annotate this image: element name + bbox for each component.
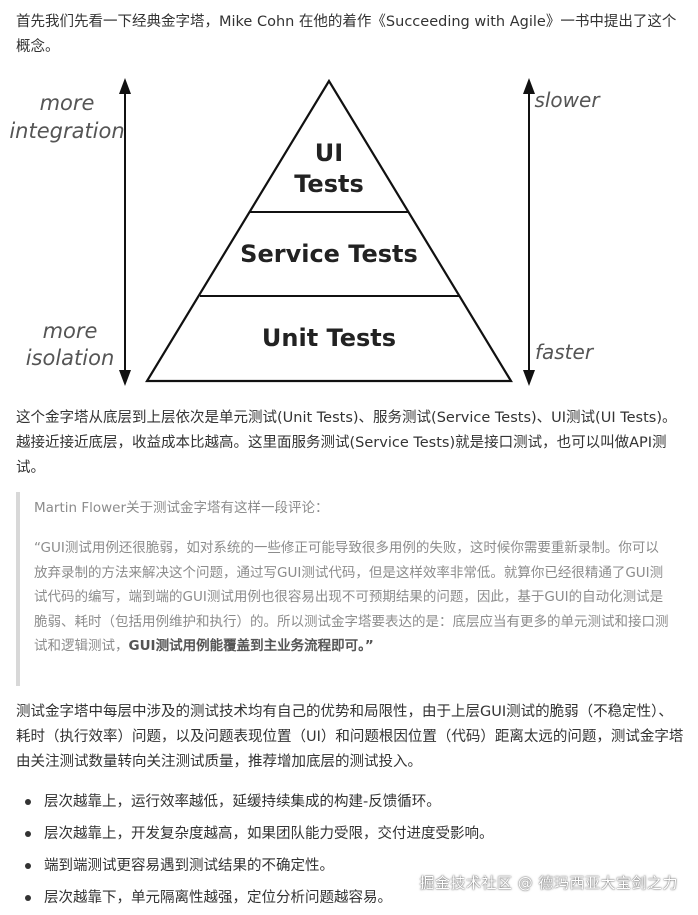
right-double-arrow bbox=[523, 78, 535, 386]
watermark: 掘金技术社区 @ 德玛西亚大宝剑之力 bbox=[419, 874, 678, 892]
right-top-label: slower bbox=[534, 88, 601, 112]
bullet-dot bbox=[25, 863, 31, 869]
quote-title: Martin Flower关于测试金字塔有这样一段评论： bbox=[34, 500, 329, 516]
blockquote: Martin Flower关于测试金字塔有这样一段评论： “GUI测试用例还很脆… bbox=[16, 492, 686, 686]
bullet-dot bbox=[25, 799, 31, 805]
test-pyramid-diagram: more integration more isolation slower f… bbox=[9, 78, 601, 386]
layer-service-label: Service Tests bbox=[240, 240, 418, 268]
list-item: 层次越靠上，运行效率越低，延缓持续集成的构建-反馈循环。 bbox=[0, 786, 698, 818]
bullet-list: 层次越靠上，运行效率越低，延缓持续集成的构建-反馈循环。 层次越靠上，开发复杂度… bbox=[0, 786, 698, 914]
layer-unit-label: Unit Tests bbox=[262, 324, 396, 352]
right-bottom-label: faster bbox=[535, 340, 595, 364]
list-item: 端到端测试更容易遇到测试结果的不确定性。 bbox=[0, 850, 698, 882]
quote-body-text: “GUI测试用例还很脆弱，如对系统的一些修正可能导致很多用例的失败，这时候你需要… bbox=[34, 540, 669, 654]
left-double-arrow bbox=[119, 78, 131, 386]
layer-ui-label-2: Tests bbox=[294, 170, 364, 198]
left-top-label-2: integration bbox=[9, 119, 124, 143]
bullet-dot bbox=[25, 895, 31, 901]
quote-body-bold: GUI测试用例能覆盖到主业务流程即可。” bbox=[128, 638, 374, 654]
pyramid-shape bbox=[145, 78, 513, 383]
layer-ui-label-1: UI bbox=[315, 139, 343, 167]
left-bottom-label-2: isolation bbox=[26, 346, 115, 370]
layers-analysis-paragraph: 测试金字塔中每层中涉及的测试技术均有自己的优势和局限性，由于上层GUI测试的脆弱… bbox=[16, 704, 684, 770]
left-bottom-label: more bbox=[43, 319, 98, 343]
list-item: 层次越靠下，单元隔离性越强，定位分析问题越容易。 bbox=[0, 882, 698, 914]
intro-paragraph: 首先我们先看一下经典金字塔，Mike Cohn 在他的着作《Succeeding… bbox=[16, 14, 677, 55]
left-top-label: more bbox=[40, 91, 95, 115]
pyramid-description: 这个金字塔从底层到上层依次是单元测试(Unit Tests)、服务测试(Serv… bbox=[16, 410, 677, 476]
bullet-dot bbox=[25, 831, 31, 837]
quote-body: “GUI测试用例还很脆弱，如对系统的一些修正可能导致很多用例的失败，这时候你需要… bbox=[34, 536, 670, 659]
list-item: 层次越靠上，开发复杂度越高，如果团队能力受限，交付进度受影响。 bbox=[0, 818, 698, 850]
